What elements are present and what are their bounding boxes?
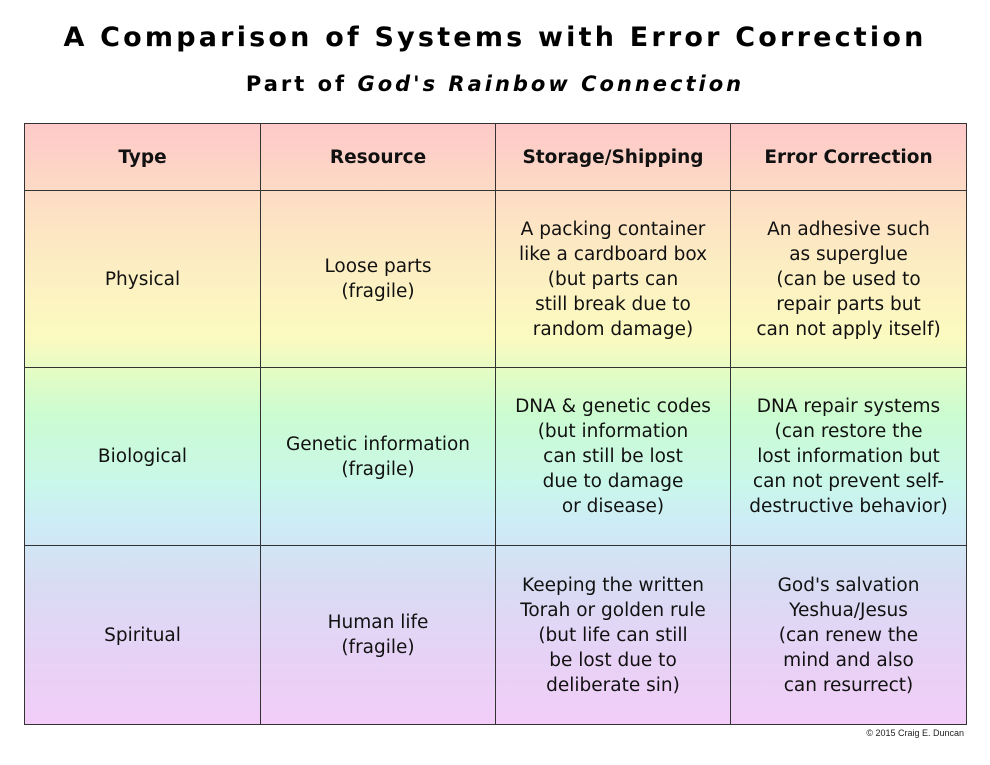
row-physical-storage: A packing container like a cardboard box… <box>496 191 731 368</box>
cell-line: due to damage <box>542 471 684 492</box>
cell-line: God's salvation <box>777 574 920 596</box>
row-physical-resource: Loose parts (fragile) <box>261 191 496 368</box>
header-storage-shipping: Storage/Shipping <box>496 124 731 191</box>
cell-line: repair parts but <box>776 293 921 315</box>
row-biological-storage: DNA & genetic codes (but information can… <box>496 368 731 546</box>
subtitle-prefix: Part of <box>245 72 358 96</box>
cell-line: DNA repair systems <box>756 396 941 417</box>
cell-line: lost information but <box>757 446 940 467</box>
cell-line: random damage) <box>532 318 694 340</box>
cell-line: can not apply itself) <box>756 318 941 340</box>
cell-line: deliberate sin) <box>546 674 680 696</box>
cell-line: Keeping the written <box>522 574 704 596</box>
cell-line: mind and also <box>783 649 914 671</box>
cell-line: Human life <box>327 612 429 633</box>
cell-line: An adhesive such <box>767 218 930 240</box>
row-physical-correction: An adhesive such as superglue (can be us… <box>731 191 966 368</box>
row-biological-correction: DNA repair systems (can restore the lost… <box>731 368 966 546</box>
cell-line: (fragile) <box>341 637 415 658</box>
cell-line: still break due to <box>535 293 691 315</box>
cell-line: (can renew the <box>778 624 919 646</box>
cell-line: Yeshua/Jesus <box>789 599 908 621</box>
cell-line: (but parts can <box>547 268 679 290</box>
cell-line: can still be lost <box>543 446 683 467</box>
cell-line: A packing container <box>520 218 706 240</box>
row-biological-type: Biological <box>25 368 261 546</box>
cell-line: (can restore the <box>774 421 923 442</box>
row-spiritual-correction: God's salvation Yeshua/Jesus (can renew … <box>731 546 966 724</box>
cell-line: like a cardboard box <box>518 243 708 265</box>
cell-line: Torah or golden rule <box>520 599 706 621</box>
row-physical-type: Physical <box>25 191 261 368</box>
cell-line: can not prevent self- <box>752 471 945 492</box>
comparison-table: Type Resource Storage/Shipping Error Cor… <box>24 123 967 725</box>
cell-line: (fragile) <box>341 458 415 480</box>
page-title: A Comparison of Systems with Error Corre… <box>63 22 927 53</box>
cell-line: (can be used to <box>776 268 921 290</box>
cell-line: (fragile) <box>341 281 415 302</box>
cell-line: destructive behavior) <box>749 496 948 517</box>
header-resource: Resource <box>261 124 496 191</box>
cell-line: or disease) <box>561 496 665 517</box>
row-spiritual-resource: Human life (fragile) <box>261 546 496 724</box>
header-error-correction: Error Correction <box>731 124 966 191</box>
subtitle-emphasis: God's Rainbow Connection <box>357 72 745 96</box>
row-spiritual-storage: Keeping the written Torah or golden rule… <box>496 546 731 724</box>
cell-line: Loose parts <box>324 256 432 277</box>
copyright-notice: © 2015 Craig E. Duncan <box>866 728 964 738</box>
cell-line: (but life can still <box>538 624 688 646</box>
cell-line: (but information <box>537 421 689 442</box>
cell-line: DNA & genetic codes <box>515 396 711 417</box>
header-type: Type <box>25 124 261 191</box>
page-subtitle: Part of God's Rainbow Connection <box>0 72 990 96</box>
cell-line: as superglue <box>789 243 908 265</box>
cell-line: can resurrect) <box>783 674 914 696</box>
row-biological-resource: Genetic information (fragile) <box>261 368 496 546</box>
row-spiritual-type: Spiritual <box>25 546 261 724</box>
cell-line: be lost due to <box>549 649 677 671</box>
cell-line: Genetic information <box>285 433 471 455</box>
